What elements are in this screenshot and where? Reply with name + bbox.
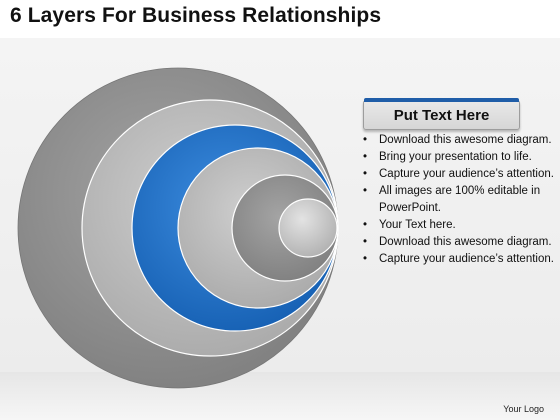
bullet-text: All images are 100% editable in PowerPoi… bbox=[379, 185, 541, 214]
bullet-dot: • bbox=[363, 236, 368, 248]
text-header-box: Put Text Here bbox=[363, 98, 520, 130]
bullet-dot: • bbox=[363, 253, 368, 265]
list-item: • Capture your audience’s attention. bbox=[361, 251, 557, 268]
bullet-text: Capture your audience’s attention. bbox=[379, 253, 554, 265]
bullet-text: Capture your audience’s attention. bbox=[379, 168, 554, 180]
bullet-dot: • bbox=[363, 219, 368, 231]
page-title: 6 Layers For Business Relationships bbox=[10, 4, 382, 27]
layers-diagram bbox=[17, 67, 339, 389]
bullet-text: Your Text here. bbox=[379, 219, 456, 231]
list-item: • Your Text here. bbox=[361, 217, 557, 234]
list-item: • Download this awesome diagram. bbox=[361, 132, 557, 149]
header-label: Put Text Here bbox=[393, 107, 490, 124]
bullet-text: Download this awesome diagram. bbox=[379, 236, 552, 248]
bullet-dot: • bbox=[363, 185, 368, 197]
layer-6-circle bbox=[278, 198, 338, 258]
list-item: • Capture your audience’s attention. bbox=[361, 166, 557, 183]
bullet-dot: • bbox=[363, 134, 368, 146]
list-item: • Bring your presentation to life. bbox=[361, 149, 557, 166]
bullet-text: Download this awesome diagram. bbox=[379, 134, 552, 146]
list-item: • Download this awesome diagram. bbox=[361, 234, 557, 251]
bullet-dot: • bbox=[363, 168, 368, 180]
bullet-list: • Download this awesome diagram. • Bring y… bbox=[361, 132, 557, 268]
list-item: • All images are 100% editable in PowerPo… bbox=[361, 183, 557, 217]
bottom-band bbox=[0, 372, 560, 420]
footer-logo-text: Your Logo bbox=[503, 404, 544, 414]
bullet-text: Bring your presentation to life. bbox=[379, 151, 532, 163]
header-accent-bar bbox=[364, 98, 519, 102]
bullet-dot: • bbox=[363, 151, 368, 163]
